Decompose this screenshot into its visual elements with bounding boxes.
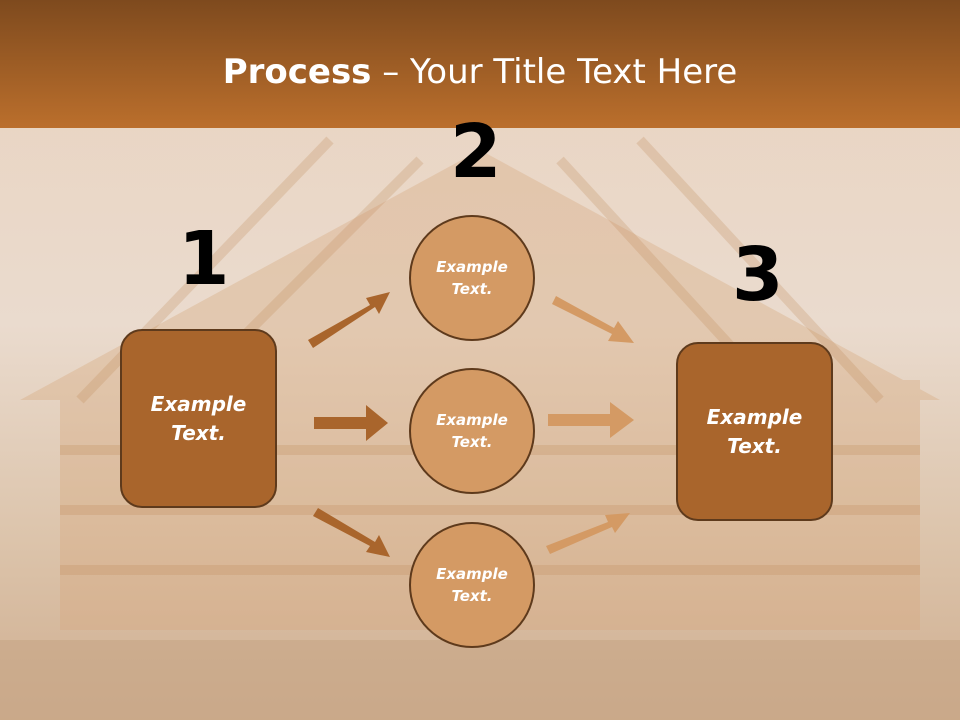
arrow-to-mid-circle: [314, 405, 388, 441]
circle-top-text: Example Text.: [436, 257, 508, 299]
circle-top: Example Text.: [409, 215, 535, 341]
arrow-from-top-circle: [552, 296, 634, 343]
step-1-box: Example Text.: [120, 329, 277, 508]
step-3-box: Example Text.: [676, 342, 833, 521]
step-number-2: 2: [450, 109, 502, 195]
step-1-text: Example Text.: [150, 391, 247, 445]
step-number-1: 1: [178, 216, 230, 302]
title-rest: – Your Title Text Here: [371, 52, 738, 92]
circle-middle: Example Text.: [409, 368, 535, 494]
arrow-from-bottom-circle: [546, 513, 630, 554]
title-bold: Process: [222, 52, 372, 92]
arrow-to-top-circle: [308, 292, 390, 348]
arrow-from-mid-circle: [548, 402, 634, 438]
slide-title: Process – Your Title Text Here: [0, 52, 960, 92]
arrow-to-bottom-circle: [313, 508, 390, 557]
step-number-3: 3: [732, 232, 784, 318]
circle-bottom: Example Text.: [409, 522, 535, 648]
circle-middle-text: Example Text.: [436, 410, 508, 452]
step-3-text: Example Text.: [706, 404, 803, 458]
circle-bottom-text: Example Text.: [436, 564, 508, 606]
